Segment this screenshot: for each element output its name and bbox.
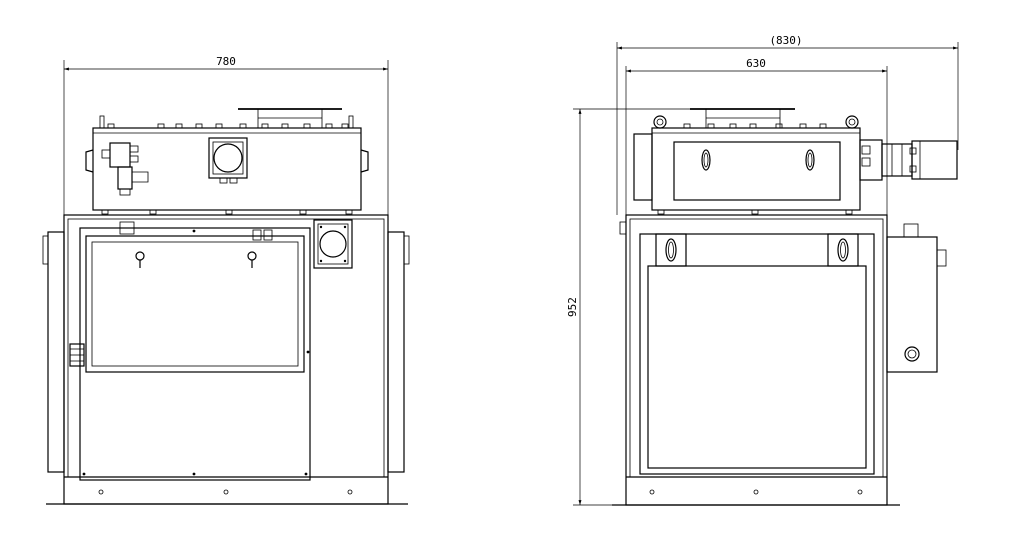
side-top-housing: [633, 108, 958, 215]
side-body-width-dimension: 630: [625, 57, 888, 215]
side-overall-width-dimension: (830): [616, 34, 959, 215]
front-top-housing: [85, 108, 369, 215]
front-width-label: 780: [216, 55, 236, 68]
front-width-dimension: 780: [63, 55, 389, 215]
side-height-dimension: 952: [566, 108, 690, 506]
front-view: 780: [42, 55, 410, 505]
front-main-cabinet: [42, 214, 410, 505]
side-height-label: 952: [566, 297, 579, 317]
side-overall-width-label: (830): [769, 34, 802, 47]
side-view: (830) 630 952: [566, 34, 959, 506]
side-main-cabinet: [612, 214, 947, 506]
side-body-width-label: 630: [746, 57, 766, 70]
